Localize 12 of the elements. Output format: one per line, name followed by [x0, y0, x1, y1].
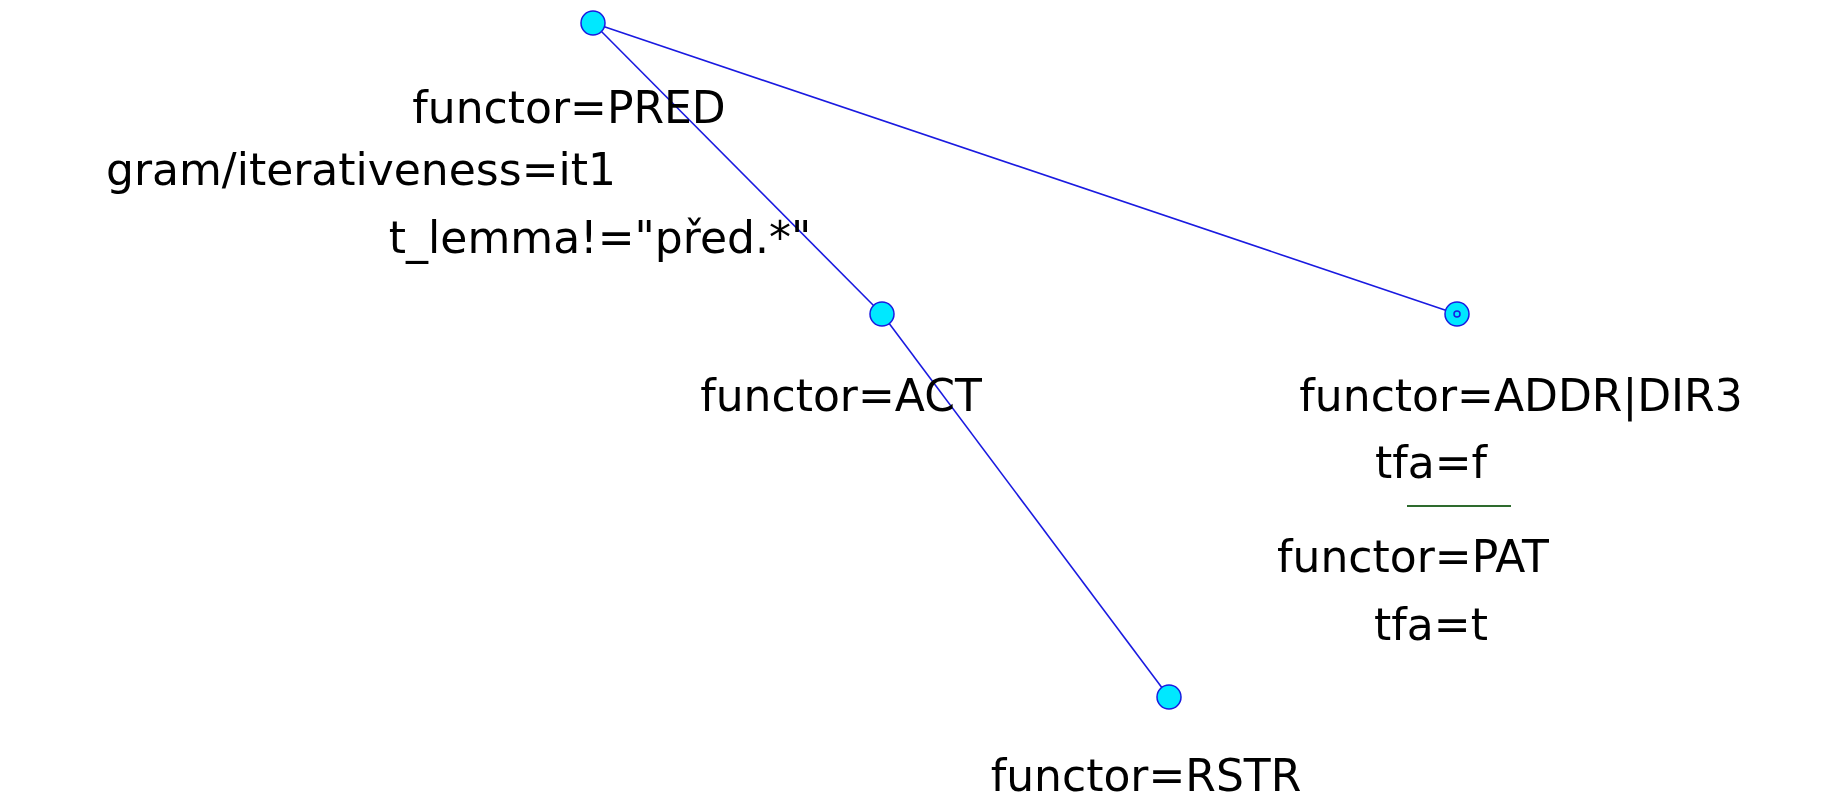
- attribute-label: functor=PAT: [1277, 535, 1549, 579]
- attribute-label: gram/iterativeness=it1: [106, 148, 616, 192]
- attribute-label: tfa=t: [1374, 603, 1488, 647]
- attribute-label: tfa=f: [1374, 441, 1488, 485]
- double-circle-node: [1444, 301, 1470, 327]
- connector-line: [888, 322, 1163, 689]
- attribute-label: functor=RSTR: [990, 754, 1302, 798]
- circle-node: [869, 301, 895, 327]
- circle-node: [580, 10, 606, 36]
- connector-line: [603, 26, 1447, 311]
- circle-node: [1156, 684, 1182, 710]
- connector-line: [600, 30, 875, 307]
